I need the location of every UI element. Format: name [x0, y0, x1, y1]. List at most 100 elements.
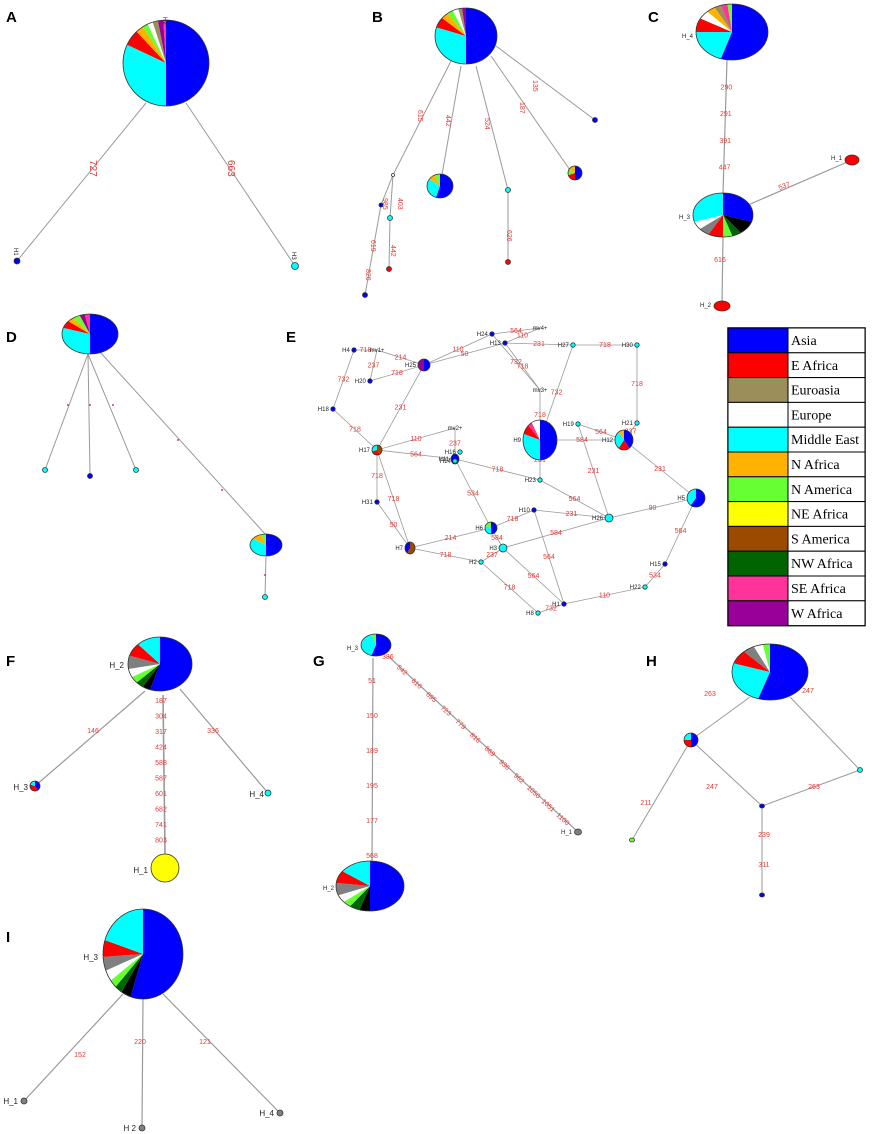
haplotype-node — [87, 473, 93, 479]
legend-item: N America — [727, 476, 866, 503]
edge-line — [185, 102, 296, 267]
pie-outline — [614, 429, 634, 451]
node-label: H_1 — [133, 866, 148, 875]
node-label: H3 — [489, 546, 497, 552]
panel-label-g: G — [313, 653, 325, 670]
pie-slice-n-america — [629, 837, 635, 843]
edge-line — [16, 102, 147, 262]
haplotype-node — [378, 202, 384, 208]
pie-slice-se-africa — [163, 20, 166, 63]
network-edge — [332, 408, 378, 451]
edge-label: 424 — [155, 745, 167, 752]
pie-slice-europe — [700, 11, 732, 32]
haplotype-node — [484, 521, 498, 535]
node-label: H13 — [490, 341, 502, 347]
legend-item: NE Africa — [727, 501, 866, 527]
haplotype-node — [262, 594, 268, 600]
haplotype-node — [417, 358, 431, 372]
edge-line — [761, 769, 861, 807]
pie-slice-e-africa — [436, 18, 466, 36]
pie-outline — [417, 358, 431, 372]
haplotype-node — [662, 561, 668, 567]
network-edge — [369, 364, 425, 382]
pie-slice-ne-africa — [150, 853, 180, 883]
edge-label: 619 — [369, 240, 376, 252]
network-edge — [504, 342, 541, 391]
edge-label: 90 — [649, 505, 657, 512]
haplotype-node — [731, 643, 809, 701]
haplotype-node — [604, 513, 614, 523]
pie-slice-europe — [147, 22, 166, 64]
node-label: H17 — [359, 448, 371, 454]
edge-label: 214 — [395, 355, 407, 362]
node-label: H12 — [602, 438, 614, 444]
network-edge — [563, 586, 646, 605]
legend-cell — [787, 525, 866, 552]
network-edge — [376, 449, 456, 460]
legend-label: Europe — [791, 408, 831, 423]
pie-slice-se-africa — [528, 422, 540, 440]
edge-label: 386 — [382, 654, 394, 661]
haplotype-node — [404, 541, 416, 555]
pie-slice-middle-east — [123, 44, 166, 106]
edge-label: 524 — [483, 118, 490, 130]
edge-label: 564 — [410, 452, 422, 459]
pie-slice-asia — [87, 473, 93, 479]
legend-item: NW Africa — [727, 550, 866, 577]
pie-slice-middle-east — [457, 449, 463, 455]
pie-slice-n-africa — [253, 534, 266, 545]
network-edge — [502, 547, 565, 605]
edge-label: 442 — [389, 245, 396, 257]
pie-outline — [29, 780, 41, 792]
pie-slice-middle-east — [857, 767, 863, 773]
legend-label: N Africa — [791, 458, 840, 473]
legend-label: Asia — [791, 334, 817, 349]
pie-slice-asia — [758, 644, 809, 700]
legend-label: N America — [791, 483, 853, 498]
edge-label: 1100 — [554, 812, 570, 827]
pie-slice-n-america — [343, 886, 370, 907]
pie-outline — [686, 488, 706, 508]
edge-line — [789, 696, 861, 771]
pie-slice-e-africa — [505, 259, 511, 265]
haplotype-node — [29, 780, 41, 792]
node-label: H_4 — [259, 1109, 274, 1118]
pie-slice-other — [574, 828, 582, 836]
pie-slice-n-africa — [68, 317, 90, 334]
edge-label: 732 — [551, 390, 563, 397]
haplotype-node — [574, 828, 582, 836]
haplotype-node — [367, 378, 373, 384]
haplotype-node — [537, 477, 543, 483]
edge-line — [87, 353, 91, 476]
haplotype-node — [857, 767, 863, 773]
network-edge — [533, 509, 565, 605]
edge-line — [371, 657, 374, 865]
edge-line — [490, 55, 573, 174]
haplotype-node — [374, 499, 380, 505]
pie-slice-asia — [759, 892, 765, 898]
node-label: H3 — [290, 252, 296, 260]
edge-label: 304 — [155, 714, 167, 721]
pie-slice-asia — [624, 430, 634, 449]
edge-label: 187 — [518, 102, 525, 114]
node-label: H10 — [519, 508, 531, 514]
legend-item: W Africa — [727, 600, 866, 627]
panel-label-a: A — [6, 9, 17, 26]
edge-label: 50 — [461, 351, 469, 358]
network-edge — [539, 479, 610, 519]
node-label: H_2 — [323, 886, 335, 892]
pie-slice-middle-east — [452, 458, 458, 464]
pie-slice-euroasia — [152, 20, 166, 63]
pie-slice-n-america — [131, 664, 160, 683]
node-label: H30 — [622, 343, 634, 349]
pie-slice-other — [699, 215, 723, 235]
pie-slice-middle-east — [138, 637, 160, 664]
edge-label: 51 — [368, 678, 376, 685]
node-label: H_4 — [682, 34, 694, 40]
pie-slice-middle-east — [684, 733, 691, 740]
edge-label: 718 — [599, 342, 611, 349]
pie-slice-euroasia — [714, 5, 732, 32]
network-edge — [423, 333, 493, 366]
node-label: H_1 — [3, 1097, 18, 1106]
edge-line — [392, 60, 452, 176]
